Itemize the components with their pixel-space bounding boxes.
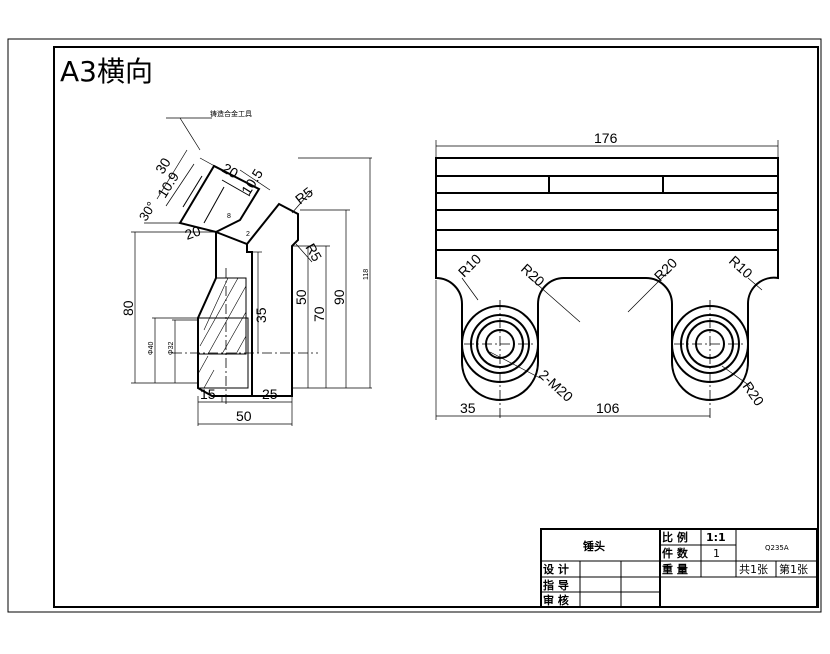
review-label: 审 核 (543, 593, 569, 607)
left-section-view: 铸造合金工具 30 10.9 20 10.5 30° 20 8 2 R5 R5 … (120, 109, 372, 426)
sheet-trim-line (7, 38, 822, 613)
dim-50-horizontal: 50 (236, 408, 252, 424)
scale-label: 比 例 (662, 530, 688, 544)
right-lug-outline (435, 250, 779, 401)
dim-10-9: 10.9 (154, 169, 182, 201)
right-plate-stack (435, 157, 779, 251)
dim-20-top: 20 (220, 160, 242, 182)
dim-40: Φ40 (148, 342, 155, 355)
dim-50-vertical: 50 (293, 289, 309, 305)
dim-35: 35 (253, 307, 269, 323)
right-front-view: 176 R10 R20 R20 R10 2-M20 35 106 R20 (435, 130, 779, 420)
material: Q235A (765, 544, 789, 552)
dim-r20-hole: R20 (740, 379, 768, 409)
part-name: 锤头 (583, 539, 605, 553)
sheet-border (53, 46, 819, 608)
dim-35-right: 35 (460, 400, 476, 416)
dim-70: 70 (311, 306, 327, 322)
scale-value: 1:1 (706, 531, 726, 544)
dim-angle-30: 30° (136, 199, 159, 224)
dim-90: 90 (331, 289, 347, 305)
dim-20-low: 20 (183, 222, 203, 242)
guide-label: 指 导 (543, 578, 569, 592)
dim-106: 106 (596, 400, 620, 416)
left-blade-edge (182, 175, 203, 208)
dim-30: 30 (152, 155, 174, 177)
sheet-total: 共1张 (739, 563, 768, 576)
title-block: 锤头 比 例 1:1 件 数 1 重 量 Q235A 共1张 第1张 设 计 指… (540, 528, 818, 608)
dim-80: 80 (120, 300, 136, 316)
sheet-number: 第1张 (779, 562, 808, 576)
left-hatch-region (197, 277, 247, 355)
dim-r10-right: R10 (726, 252, 756, 281)
callout-label: 铸造合金工具 (210, 109, 252, 118)
dim-2: 2 (246, 231, 250, 238)
dim-32: Φ32 (168, 342, 175, 355)
dim-118: 118 (363, 269, 370, 280)
dim-r20-left: R20 (518, 260, 548, 289)
dim-25: 25 (262, 386, 278, 402)
weight-label: 重 量 (662, 562, 688, 576)
sheet-format-label: A3横向 (60, 55, 153, 88)
dim-15: 15 (200, 386, 216, 402)
dim-2-m20: 2-M20 (536, 366, 576, 405)
dim-r5-low: R5 (302, 241, 325, 265)
qty-value: 1 (713, 547, 720, 560)
left-blade-edge-2 (203, 186, 225, 224)
dim-r5-top: R5 (292, 184, 316, 208)
dim-10-5: 10.5 (238, 166, 266, 198)
design-label: 设 计 (543, 562, 569, 576)
qty-label: 件 数 (662, 546, 689, 560)
dim-176: 176 (594, 130, 618, 146)
left-inner-line (246, 244, 253, 396)
left-hatch-lines (197, 277, 247, 389)
dim-8: 8 (227, 213, 231, 220)
left-blade-outline (178, 164, 261, 234)
dim-r10-left: R10 (455, 250, 485, 280)
left-blade-edge-3 (221, 179, 251, 197)
